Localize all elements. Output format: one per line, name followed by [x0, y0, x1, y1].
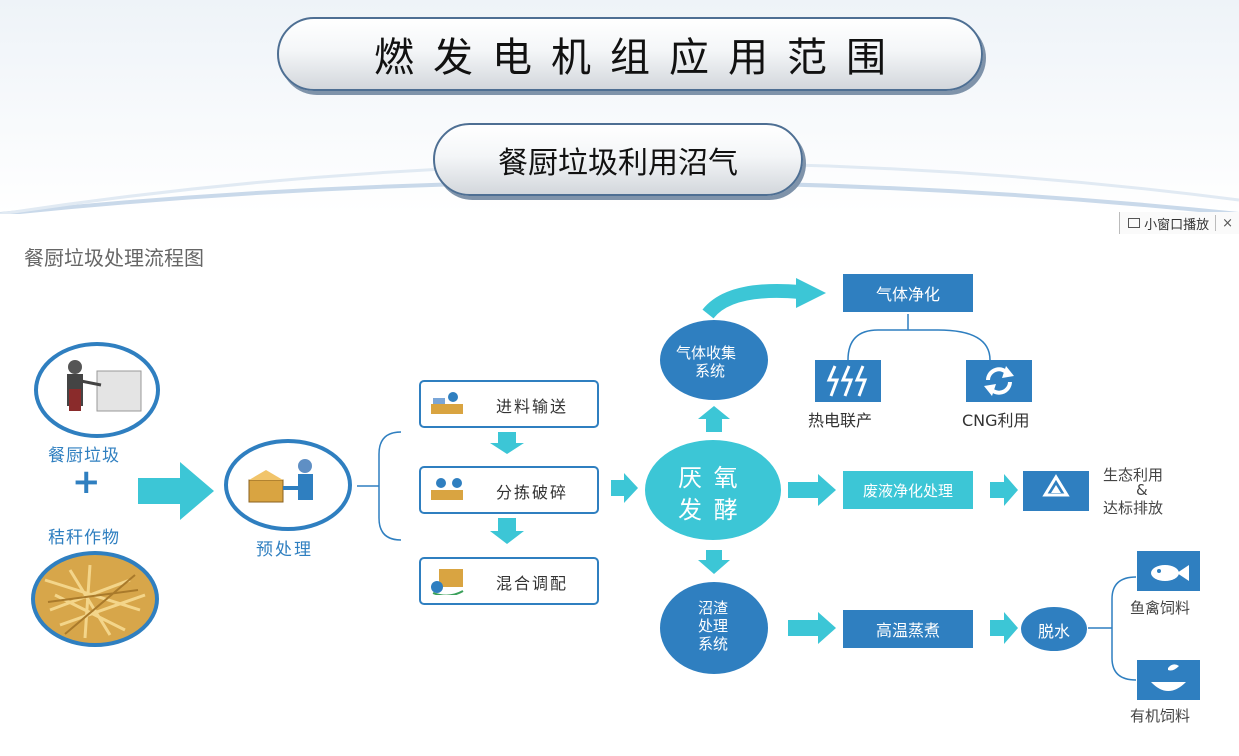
- gas-collection-label-line1: 气体收集: [676, 344, 737, 362]
- mixing-icon: [431, 569, 464, 595]
- residue-label-line1: 沼渣: [698, 599, 729, 617]
- sorting-icon: [431, 478, 463, 500]
- input-arrow: [138, 462, 214, 520]
- residue-label-line2: 处理: [698, 617, 729, 635]
- wastewater-label: 废液净化处理: [862, 481, 953, 500]
- gas-purification-label: 气体净化: [875, 285, 940, 304]
- pretreatment-node: [224, 439, 352, 531]
- bowl-icon: [1137, 660, 1200, 700]
- dehydration-shape: [1021, 607, 1087, 651]
- pretreatment-label: 预处理: [256, 540, 313, 560]
- step-mixing-label: 混合调配: [496, 574, 569, 593]
- kitchen-worker-image: [34, 342, 160, 438]
- eco-use-label-line3: 达标排放: [1103, 499, 1164, 517]
- fish-feed-label: 鱼禽饲料: [1130, 599, 1191, 617]
- steaming-box: 高温蒸煮: [843, 610, 973, 648]
- connector-arrows: [490, 278, 1137, 681]
- flowchart-heading: 餐厨垃圾处理流程图: [24, 246, 204, 270]
- flowchart: 餐厨垃圾处理流程图 餐厨垃圾 + 秸秆作物 预处理: [0, 214, 1239, 756]
- toolbar-divider: [1215, 215, 1217, 231]
- steps-bracket: [357, 431, 402, 541]
- mini-window-button[interactable]: 小窗口播放: [1144, 217, 1210, 233]
- straw-label: 秸秆作物: [48, 528, 120, 548]
- kitchen-waste-label: 餐厨垃圾: [48, 446, 120, 466]
- step-sorting-label: 分拣破碎: [496, 483, 569, 502]
- residue-shape: [660, 582, 768, 674]
- recycle-icon: [1023, 471, 1089, 511]
- step-sorting-box: 分拣破碎: [419, 466, 599, 514]
- digestion-node-shape: [645, 440, 781, 540]
- gas-collection-label-line2: 系统: [695, 362, 726, 380]
- gas-purification-box: 气体净化: [843, 274, 973, 312]
- eco-use-label-line2: &: [1136, 481, 1148, 499]
- refresh-icon: [966, 360, 1032, 402]
- cng-label: CNG利用: [962, 411, 1030, 430]
- steaming-label: 高温蒸煮: [875, 621, 940, 640]
- cogeneration-label: 热电联产: [808, 411, 873, 430]
- residue-label-line3: 系统: [698, 635, 729, 653]
- gas-collection-shape: [660, 320, 768, 400]
- digestion-label-line1: 厌 氧: [678, 464, 740, 492]
- section-subtitle: 餐厨垃圾利用沼气: [433, 123, 803, 196]
- close-icon[interactable]: ×: [1222, 215, 1233, 231]
- organic-feed-label: 有机饲料: [1130, 707, 1191, 725]
- digestion-label-line2: 发 酵: [678, 496, 740, 524]
- eco-use-label-line1: 生态利用: [1103, 466, 1164, 484]
- fish-icon: [1137, 551, 1200, 591]
- lightning-icon: [815, 360, 881, 402]
- step-mixing-box: 混合调配: [419, 557, 599, 605]
- conveyor-icon: [431, 392, 463, 414]
- plus-sign: +: [72, 462, 101, 502]
- wastewater-box: 废液净化处理: [843, 471, 973, 509]
- page-title: 燃发电机组应用范围: [277, 17, 983, 91]
- dehydration-label: 脱水: [1038, 622, 1071, 641]
- step-feed-label: 进料输送: [496, 397, 569, 416]
- step-feed-box: 进料输送: [419, 380, 599, 428]
- tv-icon: [1128, 218, 1141, 228]
- straw-image: [31, 551, 159, 647]
- mini-window-toolbar: 小窗口播放 ×: [1119, 212, 1239, 234]
